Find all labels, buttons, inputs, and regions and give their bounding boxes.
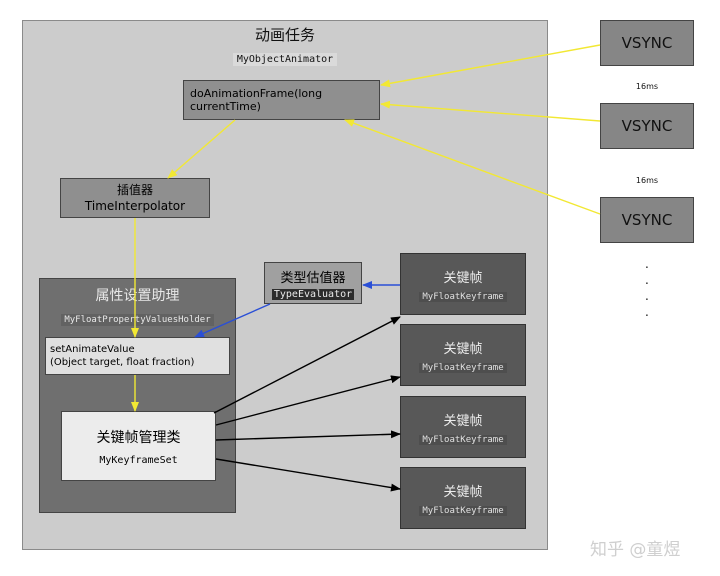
set-animate-value-node: setAnimateValue (Object target, float fr… (45, 337, 230, 375)
interval-label-1: 16ms (635, 82, 659, 91)
interpolator-title: 插值器 (116, 183, 153, 197)
keyframe-set-node: 关键帧管理类 MyKeyframeSet (61, 411, 216, 481)
keyframe-set-class-name: MyKeyframeSet (99, 454, 178, 466)
keyframe-title: 关键帧 (443, 270, 483, 286)
keyframe-class-name: MyFloatKeyframe (419, 362, 507, 373)
keyframe-node-2: 关键帧 MyFloatKeyframe (400, 324, 526, 386)
values-holder-class-name: MyFloatPropertyValuesHolder (61, 314, 214, 326)
interpolator-class-name: TimeInterpolator (84, 199, 186, 213)
vsync-node-3: VSYNC (600, 197, 694, 243)
continuation-dot: . (645, 257, 649, 271)
arrow-keyframeset-to-keyframe-4 (215, 458, 401, 492)
interval-label-2: 16ms (635, 176, 659, 185)
keyframe-class-name: MyFloatKeyframe (419, 505, 507, 516)
arrow-keyframeset-to-keyframe-2 (215, 375, 401, 426)
continuation-dot: . (645, 305, 649, 319)
arrow-evaluator-to-setvalue (194, 303, 271, 338)
watermark: 知乎 @童煜 (590, 540, 681, 560)
do-animation-frame-node: doAnimationFrame(long currentTime) (183, 80, 380, 120)
continuation-dot: . (645, 273, 649, 287)
keyframe-title: 关键帧 (443, 413, 483, 429)
keyframe-title: 关键帧 (443, 341, 483, 357)
keyframe-title: 关键帧 (443, 484, 483, 500)
keyframe-set-title: 关键帧管理类 (96, 429, 181, 446)
animator-class-name: MyObjectAnimator (232, 53, 338, 66)
animator-title: 动画任务 (254, 26, 315, 44)
arrow-doanim-to-interpolator (167, 119, 236, 179)
type-evaluator-class-name: TypeEvaluator (271, 288, 355, 300)
animator-class-label: MyObjectAnimator (22, 47, 548, 66)
set-animate-value-params: (Object target, float fraction) (50, 357, 195, 368)
keyframe-class-name: MyFloatKeyframe (419, 291, 507, 302)
interpolator-node: 插值器 TimeInterpolator (60, 178, 210, 218)
arrow-vsync3-to-doanim (344, 119, 601, 215)
keyframe-class-name: MyFloatKeyframe (419, 434, 507, 445)
keyframe-node-1: 关键帧 MyFloatKeyframe (400, 253, 526, 315)
values-holder-title: 属性设置助理 (95, 288, 180, 304)
arrow-keyframeset-to-keyframe-1 (213, 316, 401, 414)
arrow-keyframeset-to-keyframe-3 (215, 430, 401, 441)
vsync-node-2: VSYNC (600, 103, 694, 149)
values-holder-class-label: MyFloatPropertyValuesHolder (39, 307, 236, 326)
set-animate-value-name: setAnimateValue (50, 344, 135, 355)
keyframe-node-4: 关键帧 MyFloatKeyframe (400, 467, 526, 529)
type-evaluator-title: 类型估值器 (280, 270, 346, 286)
arrow-vsync1-to-doanim (380, 44, 601, 88)
keyframe-node-3: 关键帧 MyFloatKeyframe (400, 396, 526, 458)
continuation-dot: . (645, 289, 649, 303)
arrow-vsync2-to-doanim (380, 100, 601, 122)
vsync-node-1: VSYNC (600, 20, 694, 66)
type-evaluator-node: 类型估值器 TypeEvaluator (264, 262, 362, 304)
